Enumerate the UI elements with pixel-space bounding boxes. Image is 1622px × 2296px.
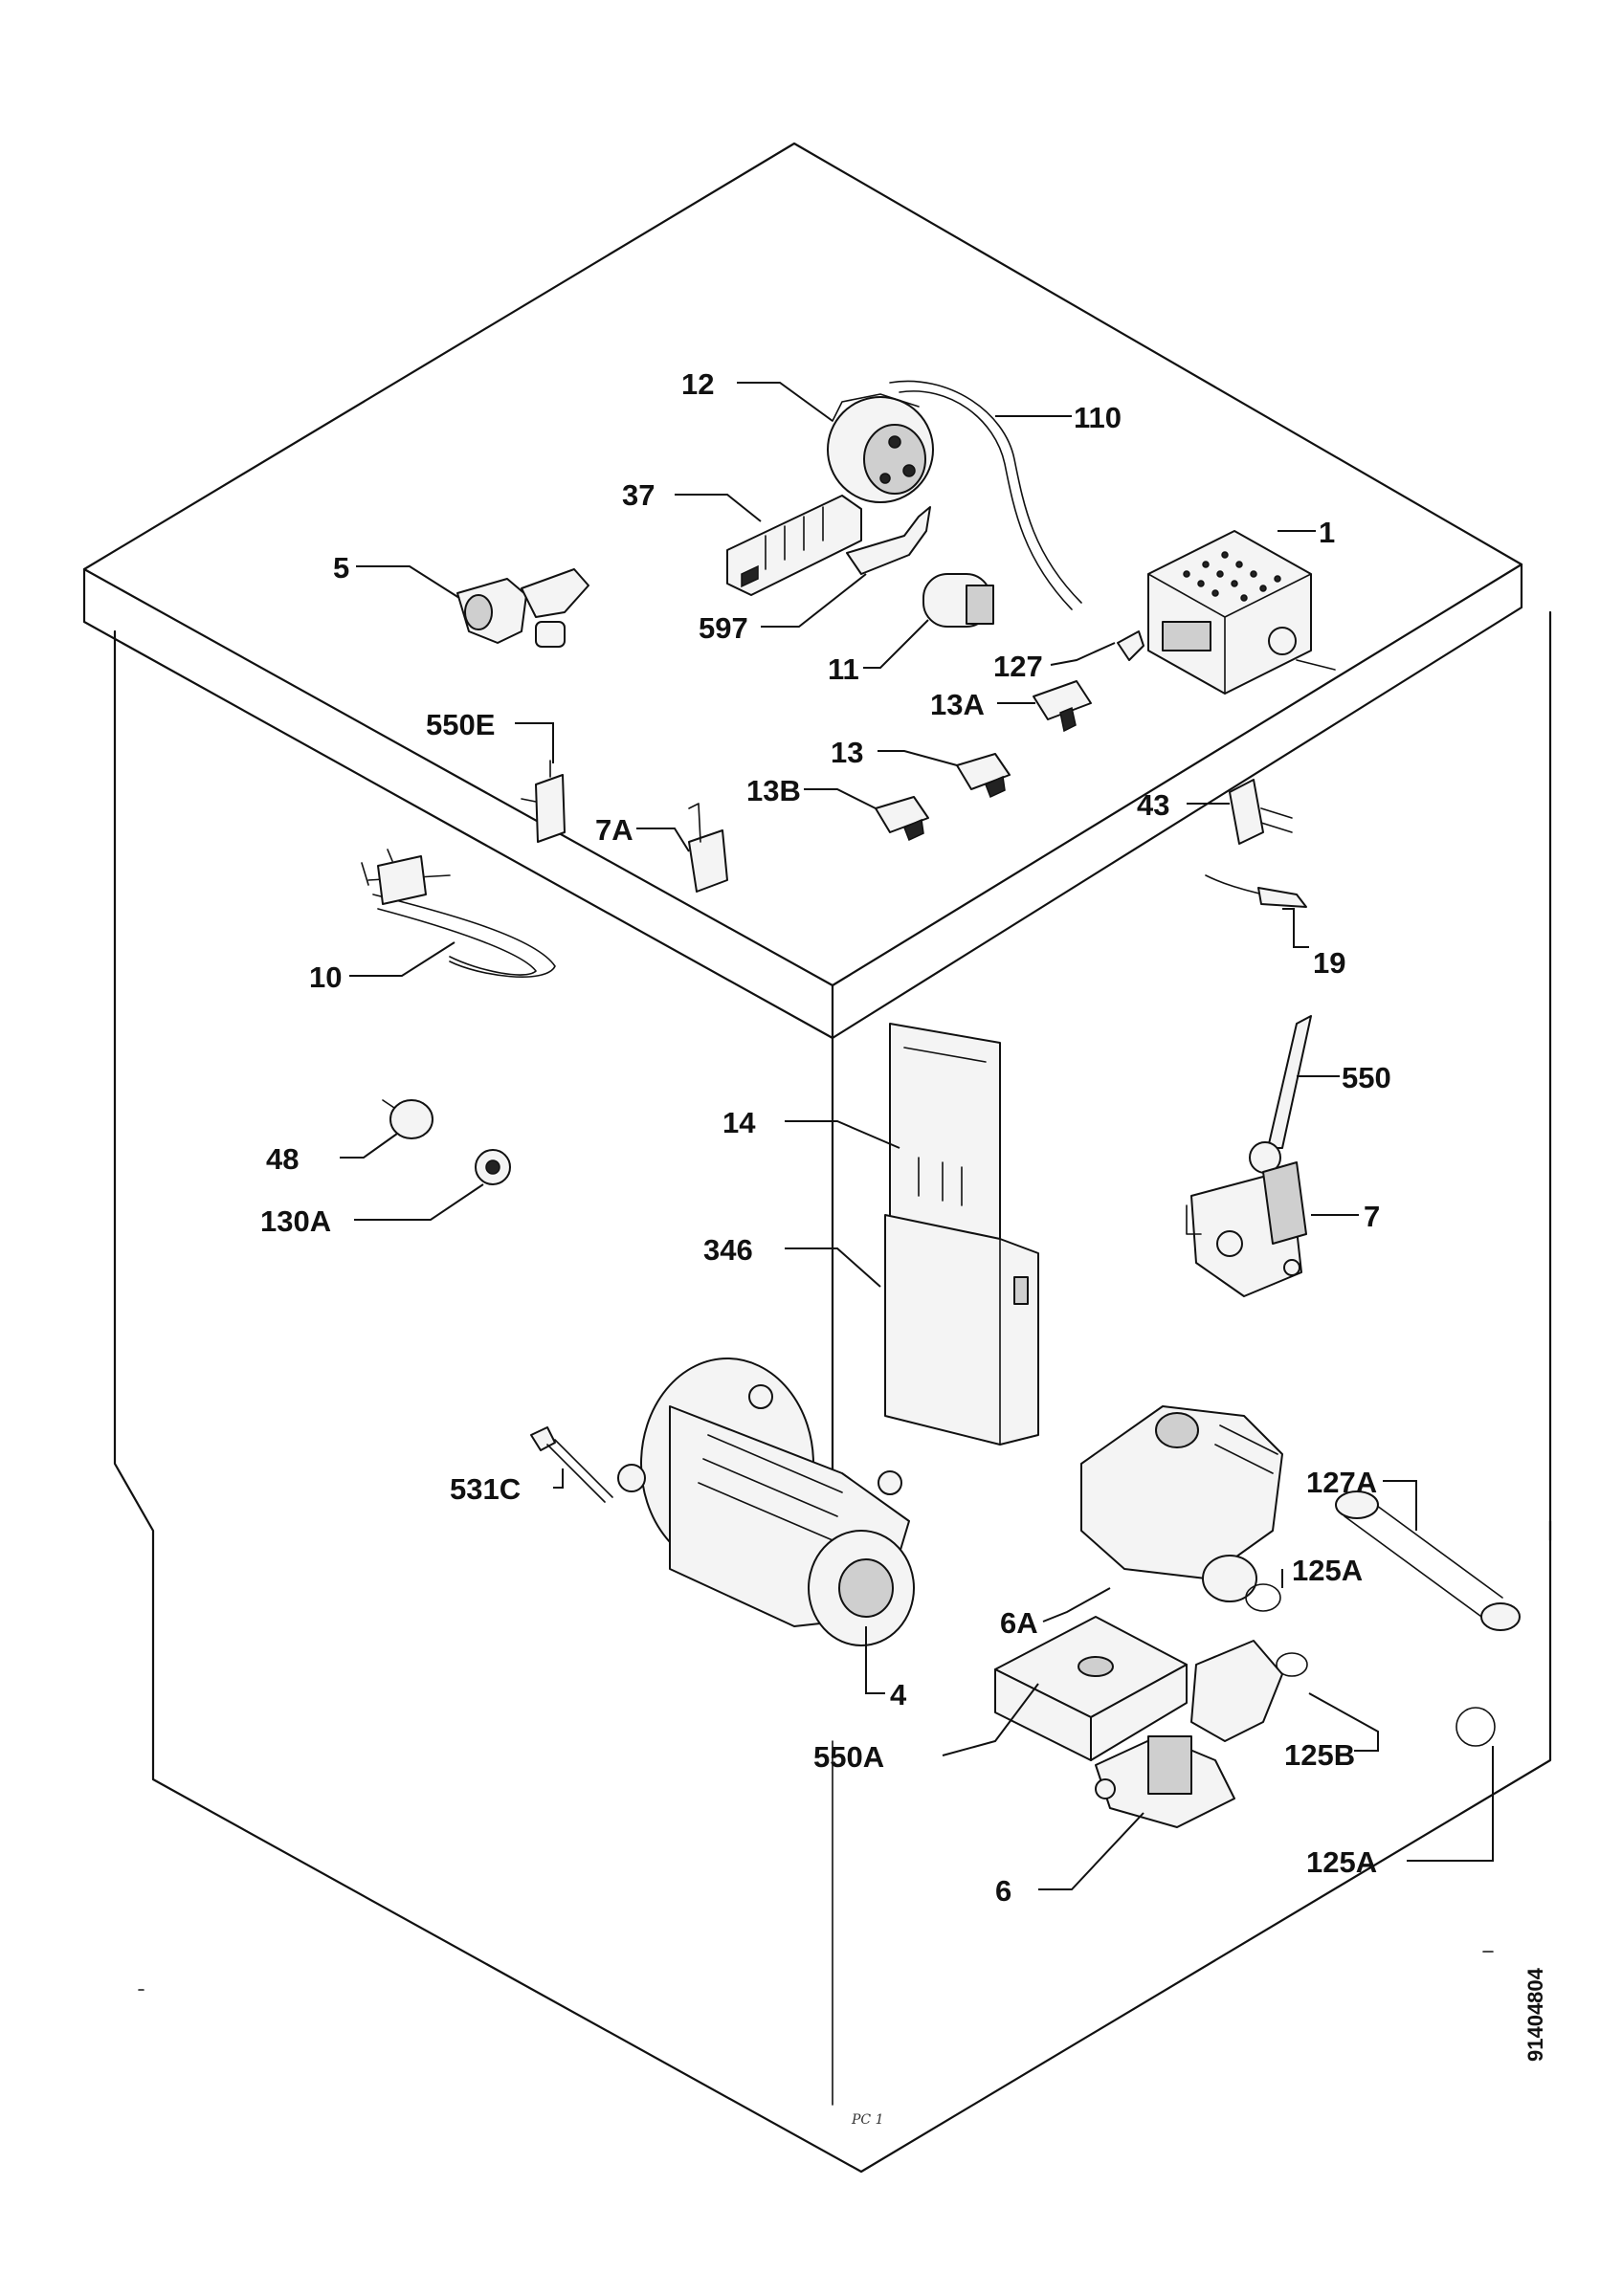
- part-19-sensor: [1205, 874, 1307, 908]
- label-531C: 531C: [450, 1472, 521, 1506]
- label-7: 7: [1364, 1200, 1380, 1233]
- drawing-number: 91404804: [1523, 1967, 1547, 2062]
- part-48-knob: [382, 1099, 433, 1139]
- part-550-lever: [1249, 1015, 1312, 1174]
- label-5: 5: [333, 551, 349, 585]
- part-door-lock: [1186, 1161, 1307, 1297]
- part-130A-nut: [475, 1149, 511, 1185]
- leader-lines: [340, 382, 1494, 1890]
- label-550A: 550A: [813, 1740, 884, 1774]
- part-13B-connector: [875, 796, 929, 842]
- label-12: 12: [681, 367, 714, 401]
- part-inlet-valve: [456, 568, 589, 648]
- label-6A: 6A: [1000, 1606, 1038, 1640]
- label-125B: 125B: [1284, 1738, 1355, 1772]
- part-bracket: [846, 506, 931, 575]
- part-43-terminal: [1229, 779, 1293, 845]
- label-48: 48: [266, 1142, 299, 1176]
- label-130A: 130A: [260, 1204, 331, 1238]
- part-346-module: [884, 1214, 1039, 1446]
- part-rings: [1245, 1583, 1496, 1747]
- part-13A-connector: [1033, 680, 1092, 733]
- label-37: 37: [622, 478, 655, 512]
- part-motor: [617, 1358, 915, 1646]
- label-4: 4: [890, 1678, 907, 1711]
- label-125A-top: 125A: [1292, 1554, 1363, 1587]
- part-hose: [889, 380, 1082, 610]
- label-7A: 7A: [595, 813, 633, 847]
- label-43: 43: [1137, 788, 1169, 822]
- label-14: 14: [722, 1106, 756, 1139]
- part-programmer: [1147, 530, 1336, 695]
- scribble-mark: PC 1: [851, 2112, 884, 2128]
- part-13-connector: [956, 753, 1011, 799]
- part-531C-bolt: [530, 1426, 613, 1503]
- part-capacitor: [922, 573, 994, 628]
- label-550E: 550E: [426, 708, 495, 741]
- part-550A-cover: [994, 1616, 1188, 1761]
- part-connector-block: [726, 495, 862, 596]
- label-11: 11: [828, 652, 859, 686]
- part-127A-tube: [1335, 1490, 1521, 1631]
- label-597: 597: [699, 611, 748, 645]
- label-13B: 13B: [746, 774, 801, 807]
- label-13: 13: [831, 736, 863, 769]
- label-110: 110: [1074, 401, 1122, 434]
- part-6A-pump-housing: [1080, 1405, 1283, 1602]
- part-heater-element: [361, 849, 556, 978]
- label-6: 6: [995, 1874, 1011, 1908]
- cabinet-outline: [82, 142, 1552, 2174]
- part-pressure-switch: [827, 393, 934, 503]
- part-550E-switch: [521, 760, 566, 843]
- label-346: 346: [703, 1233, 753, 1267]
- label-550: 550: [1342, 1061, 1391, 1094]
- label-10: 10: [309, 960, 342, 994]
- label-13A: 13A: [930, 688, 985, 721]
- part-drain-pump: [1095, 1640, 1283, 1828]
- part-7A-microswitch: [688, 803, 728, 893]
- label-1: 1: [1319, 516, 1335, 549]
- label-127: 127: [993, 650, 1043, 683]
- part-127-fitting: [1117, 630, 1144, 661]
- label-125A-bottom: 125A: [1306, 1845, 1377, 1879]
- part-labels: 12 110 37 1 5 597 11 127 13A 550E 13 13B…: [260, 367, 1391, 1908]
- label-19: 19: [1313, 946, 1345, 980]
- label-127A: 127A: [1306, 1466, 1377, 1499]
